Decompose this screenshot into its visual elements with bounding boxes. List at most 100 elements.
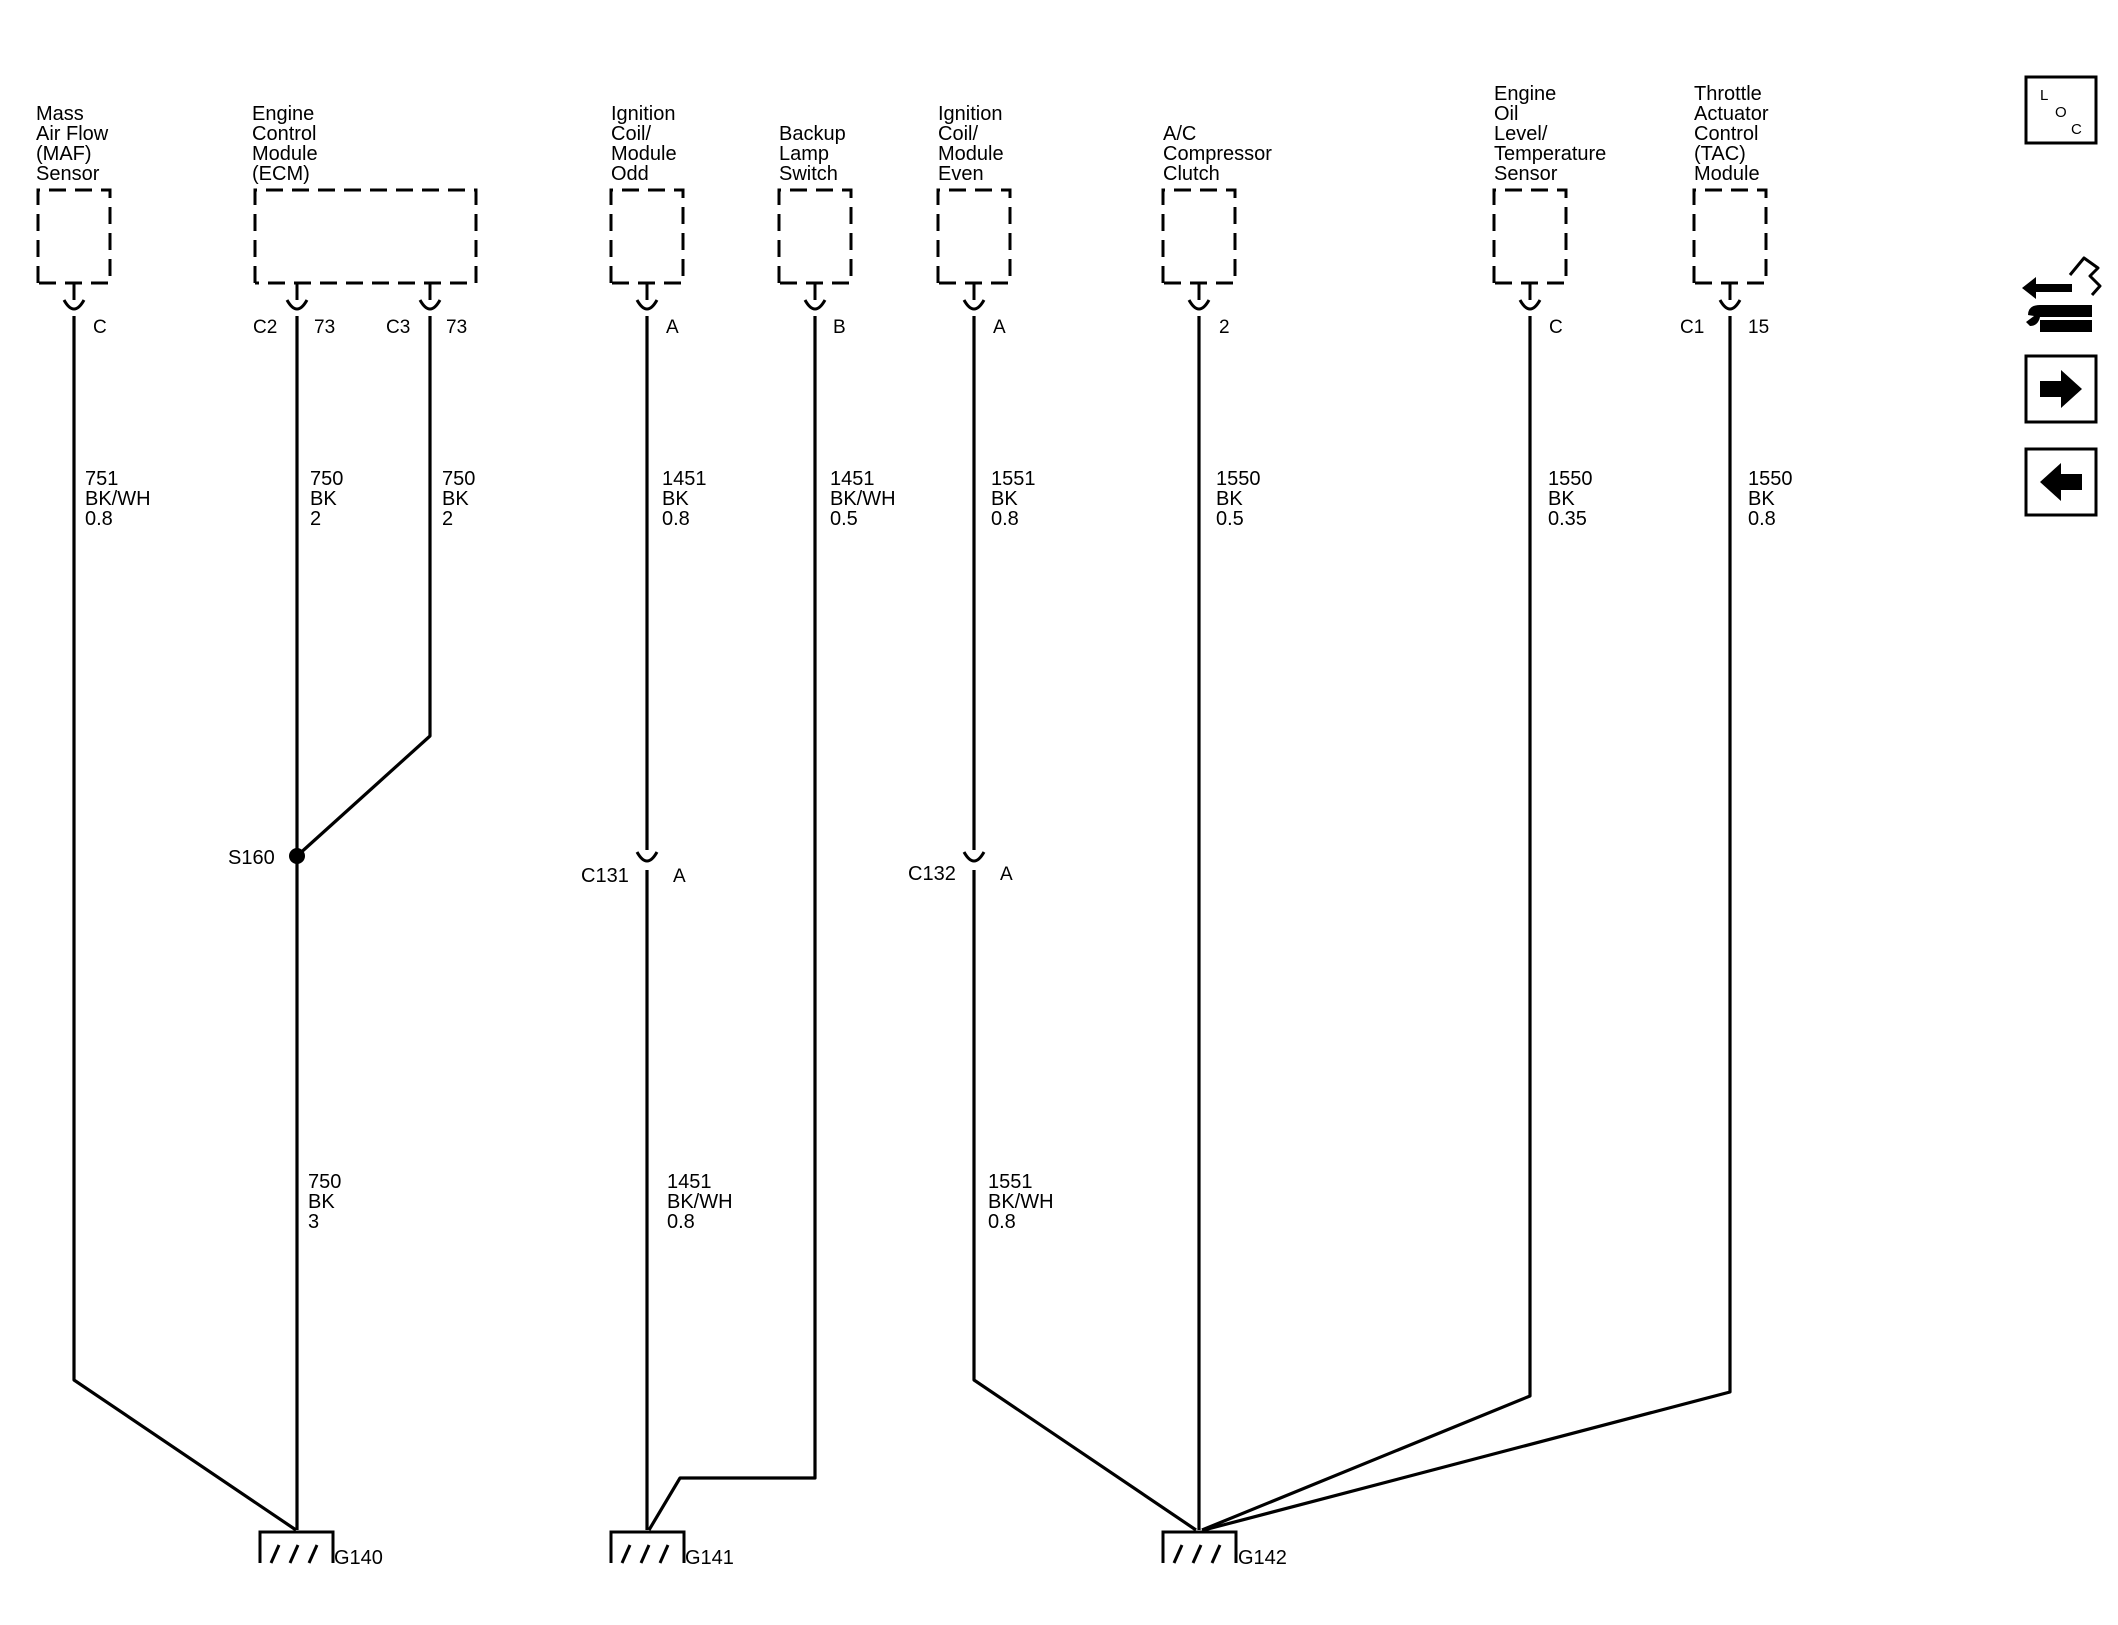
wire-label-line: BK [1548, 488, 1575, 510]
connector-tool-icon[interactable] [2022, 255, 2102, 337]
component-label-line: Throttle [1694, 83, 1762, 105]
coil-even-box [936, 188, 1012, 285]
component-label-line: Sensor [1494, 163, 1558, 185]
component-label-line: Module [252, 143, 318, 165]
coil-odd-box [609, 188, 685, 285]
c132-pin: A [1000, 864, 1013, 885]
ecm-c3-pin-connector [418, 283, 442, 311]
oil-wire [1201, 316, 1532, 1532]
component-label-line: (ECM) [252, 163, 310, 185]
pin-connectors [62, 283, 1742, 311]
component-label-line: Lamp [779, 143, 829, 165]
wire-label-line: BK [1748, 488, 1775, 510]
wire-label-line: 1451 [830, 468, 875, 490]
wire-label-line: 0.5 [830, 508, 858, 530]
loc-button[interactable]: L O C [2024, 75, 2098, 145]
wire-label-line: BK/WH [85, 488, 151, 510]
ground-g140: G140 [258, 1530, 383, 1569]
component-label-line: Coil/ [611, 123, 651, 145]
backup-wire [647, 316, 817, 1531]
ecm-c2-pin: 73 [314, 317, 335, 338]
wire-label-line: BK [310, 488, 337, 510]
backup-box [777, 188, 853, 285]
wire-label-line: BK/WH [830, 488, 896, 510]
wire-label-line: 1550 [1748, 468, 1793, 490]
tac-box [1692, 188, 1768, 285]
component-label-line: Oil [1494, 103, 1518, 125]
component-label-line: Temperature [1494, 143, 1606, 165]
component-label-line: Module [611, 143, 677, 165]
component-label-line: Even [938, 163, 984, 185]
splice-s160: S160 [228, 847, 305, 869]
wire-label-line: 1550 [1216, 468, 1261, 490]
wire-label-line: 0.35 [1548, 508, 1587, 530]
component-label-line: Clutch [1163, 163, 1220, 185]
wire-label-line: 3 [308, 1211, 319, 1233]
wire-label-line: 1550 [1548, 468, 1593, 490]
ground-g141: G141 [609, 1530, 734, 1569]
wire-label-line: 1451 [662, 468, 707, 490]
ecm-c3-connector-label: C3 [386, 317, 410, 338]
backup-pin: B [833, 317, 846, 338]
wire-label-line: 0.5 [1216, 508, 1244, 530]
wire-label-line: BK [442, 488, 469, 510]
wire-label-line: BK/WH [988, 1191, 1054, 1213]
component-label-line: Engine [1494, 83, 1556, 105]
c132-label: C132 [908, 863, 956, 885]
component-label-line: Air Flow [36, 123, 109, 145]
wire-label-line: BK/WH [667, 1191, 733, 1213]
wire-label-line: 750 [310, 468, 343, 490]
wire-label-line: 0.8 [667, 1211, 695, 1233]
previous-page-button[interactable] [2024, 447, 2098, 517]
wire-label-line: 750 [308, 1171, 341, 1193]
ground-label-g140: G140 [334, 1547, 383, 1569]
component-label-line: Compressor [1163, 143, 1272, 165]
c131-label: C131 [581, 865, 629, 887]
maf-box [36, 188, 112, 285]
tac-connector-label: C1 [1680, 317, 1704, 338]
wire-label-line: 0.8 [662, 508, 690, 530]
ac-box [1161, 188, 1237, 285]
loc-letter-c: C [2071, 121, 2082, 138]
ac-pin-connector [1187, 283, 1211, 311]
ecm-c3-wire [295, 316, 432, 858]
component-label-line: (MAF) [36, 143, 92, 165]
pin-labels: C C2 73 C3 73 A B A 2 C C1 15 [93, 317, 1769, 338]
wire-label-line: BK [662, 488, 689, 510]
component-label-line: Ignition [611, 103, 676, 125]
wire-label-line: 0.8 [991, 508, 1019, 530]
component-label-line: Module [938, 143, 1004, 165]
coil-even-pin-connector [962, 283, 986, 311]
wire-label-line: BK [1216, 488, 1243, 510]
loc-letter-o: O [2055, 104, 2067, 121]
maf-pin-connector [62, 283, 86, 311]
tac-pin: 15 [1748, 317, 1769, 338]
coil-odd-pin-connector [635, 283, 659, 311]
wire-label-line: 0.8 [988, 1211, 1016, 1233]
ecm-box [253, 188, 478, 285]
splice-dot [289, 848, 305, 864]
arrow-left-icon [2040, 463, 2082, 501]
ecm-c2-connector-label: C2 [253, 317, 277, 338]
tac-wire [1203, 316, 1732, 1532]
coil-odd-pin: A [666, 317, 679, 338]
arrow-right-icon [2040, 370, 2082, 408]
next-page-button[interactable] [2024, 354, 2098, 424]
component-label-line: Coil/ [938, 123, 978, 145]
